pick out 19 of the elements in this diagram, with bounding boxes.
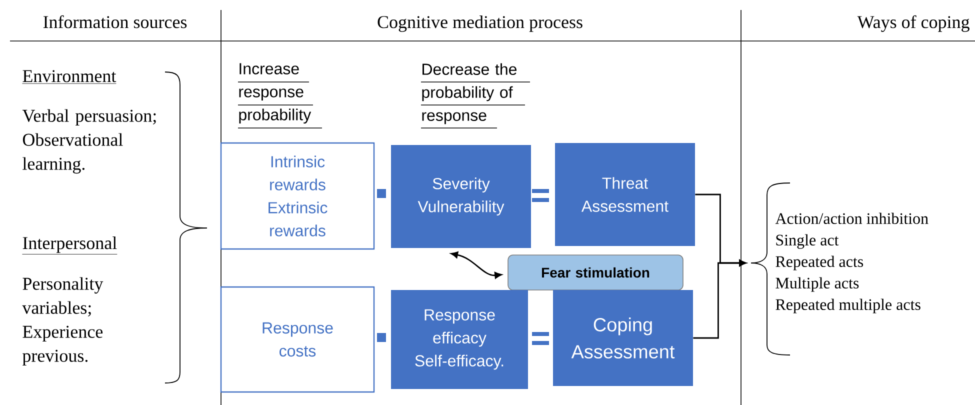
process-box: Severity Vulnerability: [391, 145, 531, 248]
source-text: Verbal persuasion; Observational learning.: [22, 109, 156, 174]
column-heading: Ways of coping: [857, 15, 970, 32]
factor-box: Response costs: [220, 286, 375, 393]
column-subheading: Increase response probability: [238, 63, 322, 128]
fear-box: Fear stimulation: [508, 254, 684, 290]
column-heading: Cognitive mediation process: [378, 16, 582, 32]
factor-box: Intrinsic rewards Extrinsic rewards: [220, 142, 375, 250]
section-heading: Interpersonal: [22, 236, 118, 254]
arrow: [693, 260, 746, 339]
process-box: Threat Assessment: [555, 143, 695, 246]
process-box: Coping Assessment: [553, 290, 693, 386]
column-subheading: Decrease the probability of response: [420, 63, 530, 128]
source-text: Personality variables; Experience previous.: [22, 277, 104, 366]
process-box: Response efficacy Self-efficacy.: [391, 290, 528, 389]
coping-list: Action/action inhibition Single act Repeated acts Multiple acts Repeated multiple acts: [775, 212, 928, 314]
section-heading: Environment: [22, 70, 116, 84]
column-heading: Information sources: [43, 15, 187, 28]
arrow: [450, 252, 502, 279]
